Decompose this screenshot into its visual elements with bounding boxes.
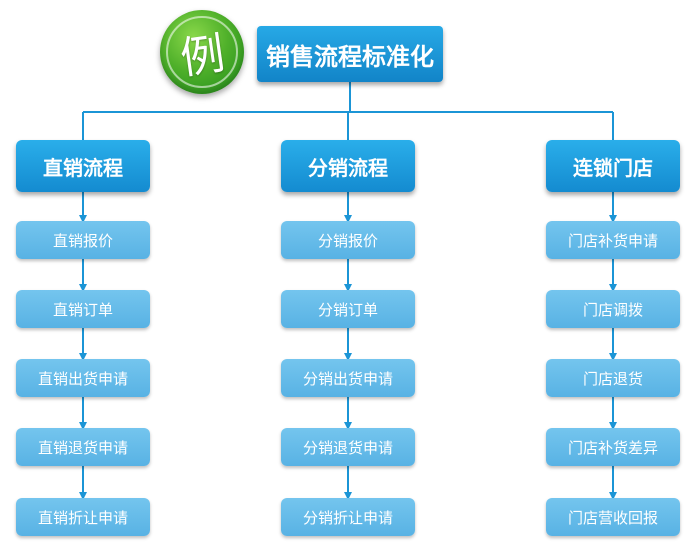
badge-character: 例 [177,28,228,85]
category-node-distribution: 分销流程 [281,140,415,192]
category-node-direct-sales: 直销流程 [16,140,150,192]
step-node-direct-sales-3: 直销出货申请 [16,359,150,397]
step-node-direct-sales-1: 直销报价 [16,221,150,259]
step-node-distribution-3: 分销出货申请 [281,359,415,397]
step-node-chain-store-1: 门店补货申请 [546,221,680,259]
step-node-distribution-5: 分销折让申请 [281,498,415,536]
step-node-chain-store-4: 门店补货差异 [546,428,680,466]
category-node-chain-store: 连锁门店 [546,140,680,192]
step-node-distribution-1: 分销报价 [281,221,415,259]
root-node: 销售流程标准化 [257,26,443,82]
step-node-distribution-4: 分销退货申请 [281,428,415,466]
example-badge-icon: 例 [160,10,244,94]
step-node-distribution-2: 分销订单 [281,290,415,328]
step-node-direct-sales-4: 直销退货申请 [16,428,150,466]
step-node-direct-sales-5: 直销折让申请 [16,498,150,536]
step-node-direct-sales-2: 直销订单 [16,290,150,328]
step-node-chain-store-5: 门店营收回报 [546,498,680,536]
step-node-chain-store-3: 门店退货 [546,359,680,397]
step-node-chain-store-2: 门店调拨 [546,290,680,328]
